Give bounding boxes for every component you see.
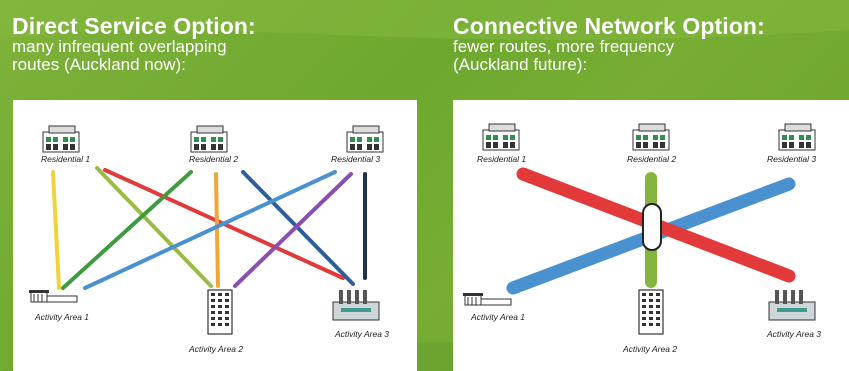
left-title: Direct Service Option: — [12, 13, 256, 39]
route-purple — [233, 172, 353, 288]
route-green — [61, 170, 193, 290]
activity-area-3-icon — [332, 289, 380, 321]
transfer-hub — [642, 203, 662, 251]
activity-area-2-icon — [638, 289, 664, 335]
activity-area-1-icon — [462, 292, 512, 306]
label-activity-area-3: Activity Area 3 — [334, 329, 389, 339]
activity-area-1-icon — [28, 289, 78, 303]
label-residential-3: Residential 3 — [331, 154, 380, 164]
label-residential-1: Residential 1 — [41, 154, 90, 164]
label-activity-area-2: Activity Area 2 — [188, 344, 243, 354]
route-blue-dark — [241, 170, 355, 286]
right-title: Connective Network Option: — [453, 13, 765, 39]
label-residential-3: Residential 3 — [767, 154, 816, 164]
residential-1-icon — [482, 123, 520, 151]
connective-network-diagram: Residential 1 Residential 2 Residential … — [453, 100, 849, 371]
left-subtitle-line2: routes (Auckland now): — [12, 54, 186, 74]
residential-2-icon — [190, 125, 228, 153]
activity-area-2-icon — [207, 289, 233, 335]
right-subtitle-line2: (Auckland future): — [453, 54, 588, 74]
residential-1-icon — [42, 125, 80, 153]
left-subtitle-line1: many infrequent overlapping — [12, 37, 227, 57]
residential-3-icon — [778, 123, 816, 151]
label-activity-area-1: Activity Area 1 — [470, 312, 525, 322]
label-activity-area-3: Activity Area 3 — [766, 329, 821, 339]
residential-3-icon — [346, 125, 384, 153]
route-yellow — [51, 170, 61, 290]
label-activity-area-2: Activity Area 2 — [622, 344, 677, 354]
right-panel-heading: Connective Network Option: fewer routes,… — [453, 14, 765, 74]
route-olive — [95, 166, 213, 288]
residential-2-icon — [632, 123, 670, 151]
activity-area-3-icon — [768, 289, 816, 321]
left-panel-heading: Direct Service Option: many infrequent o… — [12, 14, 256, 74]
label-activity-area-1: Activity Area 1 — [34, 312, 89, 322]
label-residential-2: Residential 2 — [627, 154, 676, 164]
route-blue-light — [83, 170, 337, 290]
direct-service-diagram: Residential 1 Residential 2 Residential … — [13, 100, 417, 371]
right-subtitle-line1: fewer routes, more frequency — [453, 37, 675, 57]
label-residential-2: Residential 2 — [189, 154, 238, 164]
route-orange — [214, 172, 220, 288]
label-residential-1: Residential 1 — [477, 154, 526, 164]
